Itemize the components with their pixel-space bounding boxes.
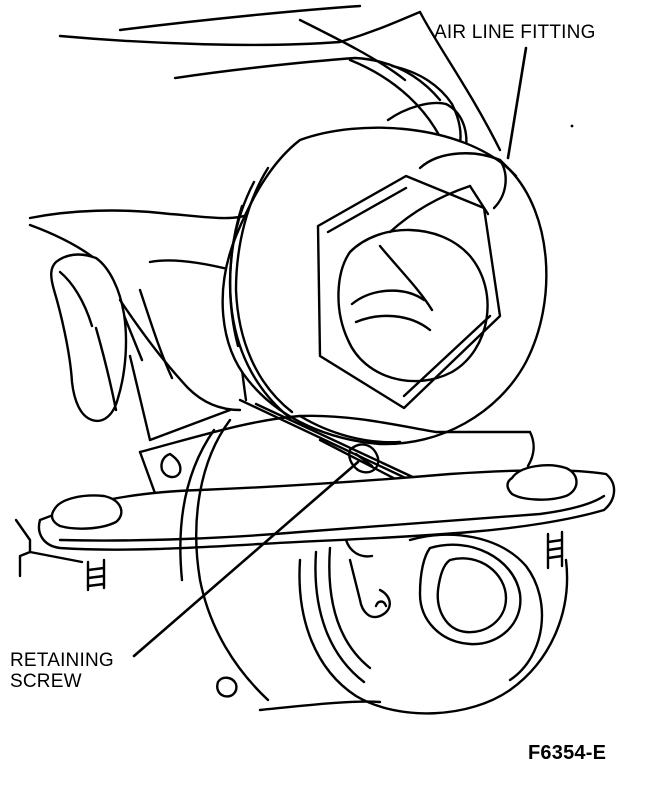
hand bbox=[30, 66, 466, 421]
stray-dot bbox=[570, 124, 574, 128]
air-line-fitting-label: AIR LINE FITTING bbox=[434, 22, 596, 43]
retaining-screw-leader bbox=[134, 462, 358, 656]
control-arm bbox=[16, 465, 614, 590]
lower-hub bbox=[180, 420, 567, 713]
retaining-screw-label: RETAINING SCREW bbox=[10, 650, 114, 692]
leader-lines bbox=[134, 48, 526, 656]
upper-arm-sleeve bbox=[60, 6, 500, 150]
retaining-screw-label-line1: RETAINING bbox=[10, 650, 114, 671]
air-line-fitting bbox=[223, 128, 547, 444]
air-line-fitting-leader bbox=[508, 48, 526, 158]
figure-id: F6354-E bbox=[528, 742, 607, 764]
retaining-screw-label-line2: SCREW bbox=[10, 671, 82, 692]
